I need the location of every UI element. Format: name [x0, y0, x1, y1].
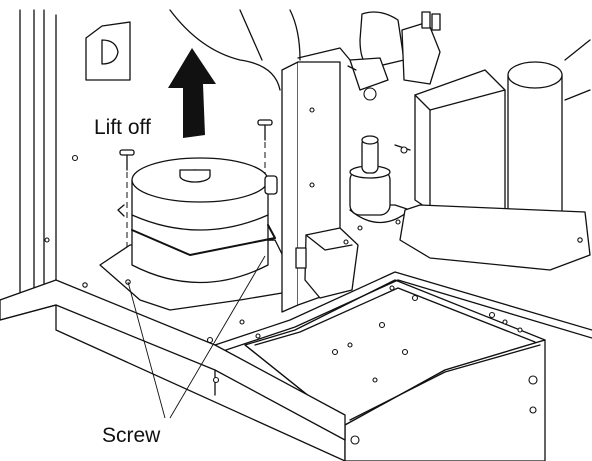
- left-cabinet-wall: [19, 9, 79, 301]
- float-switch: [349, 135, 411, 231]
- lower-bin: [244, 279, 546, 461]
- screw-label: Screw: [102, 424, 161, 447]
- microswitch: [295, 227, 359, 299]
- lift-off-label: Lift off: [94, 116, 151, 139]
- upper-bracket: [85, 21, 131, 81]
- top-rim-frame: [214, 271, 592, 353]
- front-frame: [0, 279, 346, 461]
- up-arrow-icon: [168, 48, 216, 138]
- upper-pipe: [169, 9, 301, 91]
- screw-callout-leaders: [127, 255, 266, 419]
- screw-icon: [119, 149, 135, 171]
- transformer-box: [414, 69, 506, 211]
- right-base-plate: [394, 144, 591, 271]
- drain-motor: [117, 157, 278, 284]
- water-valve: [347, 11, 441, 101]
- screw-icon: [257, 119, 273, 141]
